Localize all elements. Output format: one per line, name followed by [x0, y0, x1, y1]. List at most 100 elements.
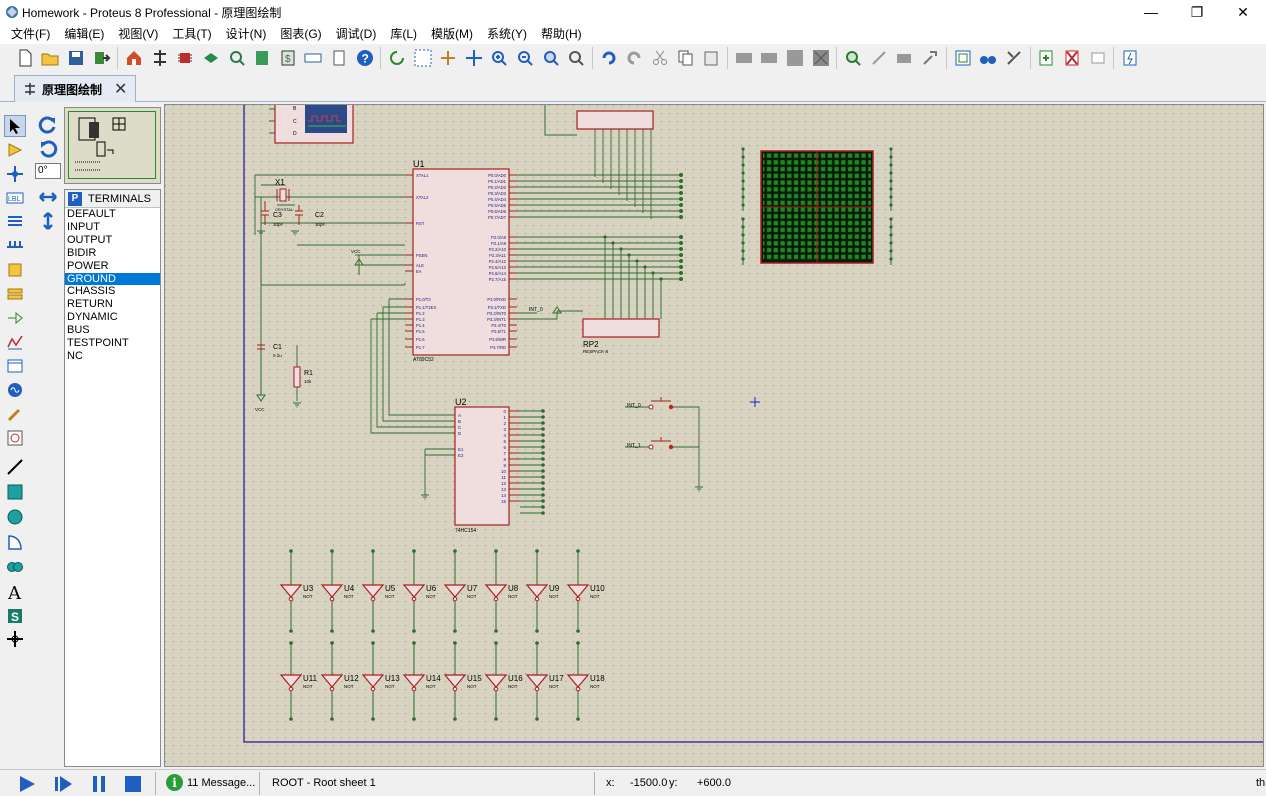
property-assignment-button[interactable]	[1004, 48, 1024, 68]
new-file-button[interactable]	[15, 48, 35, 68]
wire-autorouter-button[interactable]	[953, 48, 973, 68]
circle-mode-button[interactable]	[4, 506, 26, 528]
terminal-item-dynamic[interactable]: DYNAMIC	[67, 311, 118, 324]
exit-to-parent-button[interactable]	[1088, 48, 1108, 68]
terminal-item-return[interactable]: RETURN	[67, 298, 113, 311]
zoom-all-button[interactable]	[541, 48, 561, 68]
message-count[interactable]: 11 Message...	[187, 777, 256, 789]
overview-viewport[interactable]	[68, 111, 156, 179]
push-button-int1[interactable]: INT_1	[627, 437, 674, 450]
resistor-pack-rp2[interactable]: RP2 RESPACK-8	[582, 318, 660, 354]
graph-mode-button[interactable]	[4, 331, 26, 353]
resistor-pack-rp1[interactable]	[576, 110, 654, 130]
line-mode-button[interactable]	[4, 456, 26, 478]
terminal-item-bus[interactable]: BUS	[67, 324, 90, 337]
rotate-anticlockwise-button[interactable]	[36, 138, 60, 160]
notes-button[interactable]	[329, 48, 349, 68]
origin-button[interactable]	[438, 48, 458, 68]
schematic-canvas[interactable]: B C D	[164, 104, 1264, 767]
resistor-r1[interactable]: R1 10k	[293, 366, 313, 388]
search-tag-button[interactable]	[978, 48, 998, 68]
home-button[interactable]	[124, 48, 144, 68]
tab-close-icon[interactable]: ✕	[114, 81, 128, 98]
make-device-button[interactable]	[869, 48, 889, 68]
grid-toggle-button[interactable]	[413, 48, 433, 68]
overview-window[interactable]	[64, 107, 161, 184]
rotate-clockwise-button[interactable]	[36, 114, 60, 136]
tab-schematic-capture[interactable]: 原理图绘制 ✕	[14, 75, 136, 102]
menu-help[interactable]: 帮助(H)	[541, 27, 582, 41]
menu-view[interactable]: 视图(V)	[118, 27, 159, 41]
copy-button[interactable]	[676, 48, 696, 68]
symbol-mode-button[interactable]: S	[4, 605, 26, 627]
rotation-angle-input[interactable]: 0°	[35, 163, 61, 179]
led-dot-matrix[interactable]	[742, 149, 892, 265]
generator-mode-button[interactable]	[4, 379, 26, 401]
refresh-button[interactable]	[387, 48, 407, 68]
design-explorer-button[interactable]	[252, 48, 272, 68]
block-copy-button[interactable]	[734, 48, 754, 68]
component-mode-button[interactable]	[4, 139, 26, 161]
pan-button[interactable]	[464, 48, 484, 68]
menu-tools[interactable]: 工具(T)	[172, 27, 212, 41]
vcc-terminal-bottom[interactable]: VCC	[255, 394, 266, 412]
menu-edit[interactable]: 编辑(E)	[64, 27, 105, 41]
tape-recorder-mode-button[interactable]	[4, 355, 26, 377]
voltage-probe-mode-button[interactable]	[4, 403, 26, 425]
restore-button[interactable]: ❐	[1190, 3, 1204, 20]
mcu-u1-at89c52[interactable]: U1 AT89C52 XTAL1 XTAL2 RST PSEN ALE EA P…	[405, 159, 517, 363]
minimize-button[interactable]: —	[1144, 4, 1158, 20]
step-simulation-button[interactable]	[52, 773, 74, 795]
terminal-item-input[interactable]: INPUT	[67, 220, 100, 233]
terminal-item-ground[interactable]: GROUND	[65, 272, 160, 286]
wire-label-mode-button[interactable]: LBL	[4, 187, 26, 209]
paste-button[interactable]	[701, 48, 721, 68]
device-pins-mode-button[interactable]	[4, 307, 26, 329]
capacitor-c2[interactable]: C2 30pF	[295, 205, 326, 227]
3d-view-button[interactable]	[201, 48, 221, 68]
terminal-item-output[interactable]: OUTPUT	[67, 233, 113, 246]
zoom-area-button[interactable]	[566, 48, 586, 68]
new-sheet-button[interactable]	[1036, 48, 1056, 68]
terminal-item-power[interactable]: POWER	[67, 259, 109, 272]
vcc-terminal[interactable]: VCC	[351, 249, 364, 275]
menu-debug[interactable]: 调试(D)	[335, 27, 377, 41]
block-move-button[interactable]	[759, 48, 779, 68]
marker-mode-button[interactable]	[4, 628, 26, 650]
crystal-x1[interactable]: X1 CRYSTAL	[275, 178, 294, 212]
text-mode-button[interactable]: A	[4, 581, 26, 603]
capacitor-c1[interactable]: C1 0.1u	[257, 344, 282, 358]
zoom-in-button[interactable]	[489, 48, 509, 68]
junction-mode-button[interactable]	[4, 163, 26, 185]
flip-vertical-button[interactable]	[36, 210, 60, 232]
decompose-button[interactable]	[920, 48, 940, 68]
schematic-button[interactable]	[150, 48, 170, 68]
capacitor-c3[interactable]: C3 30pF	[261, 201, 284, 227]
save-button[interactable]	[66, 48, 86, 68]
terminal-item-chassis[interactable]: CHASSIS	[67, 285, 116, 298]
open-file-button[interactable]	[40, 48, 60, 68]
menu-file[interactable]: 文件(F)	[11, 27, 51, 41]
cut-button[interactable]	[650, 48, 670, 68]
menu-design[interactable]: 设计(N)	[225, 27, 267, 41]
pause-simulation-button[interactable]	[88, 773, 110, 795]
terminal-item-testpoint[interactable]: TESTPOINT	[67, 337, 129, 350]
pcb-button[interactable]	[175, 48, 195, 68]
menu-system[interactable]: 系统(Y)	[487, 27, 527, 41]
box-mode-button[interactable]	[4, 481, 26, 503]
flip-horizontal-button[interactable]	[36, 186, 60, 208]
terminal-item-bidir[interactable]: BIDIR	[67, 246, 97, 259]
stop-simulation-button[interactable]	[122, 773, 144, 795]
close-button[interactable]: ✕	[1237, 3, 1249, 20]
block-rotate-button[interactable]	[785, 48, 805, 68]
bill-of-materials-button[interactable]: $	[278, 48, 298, 68]
